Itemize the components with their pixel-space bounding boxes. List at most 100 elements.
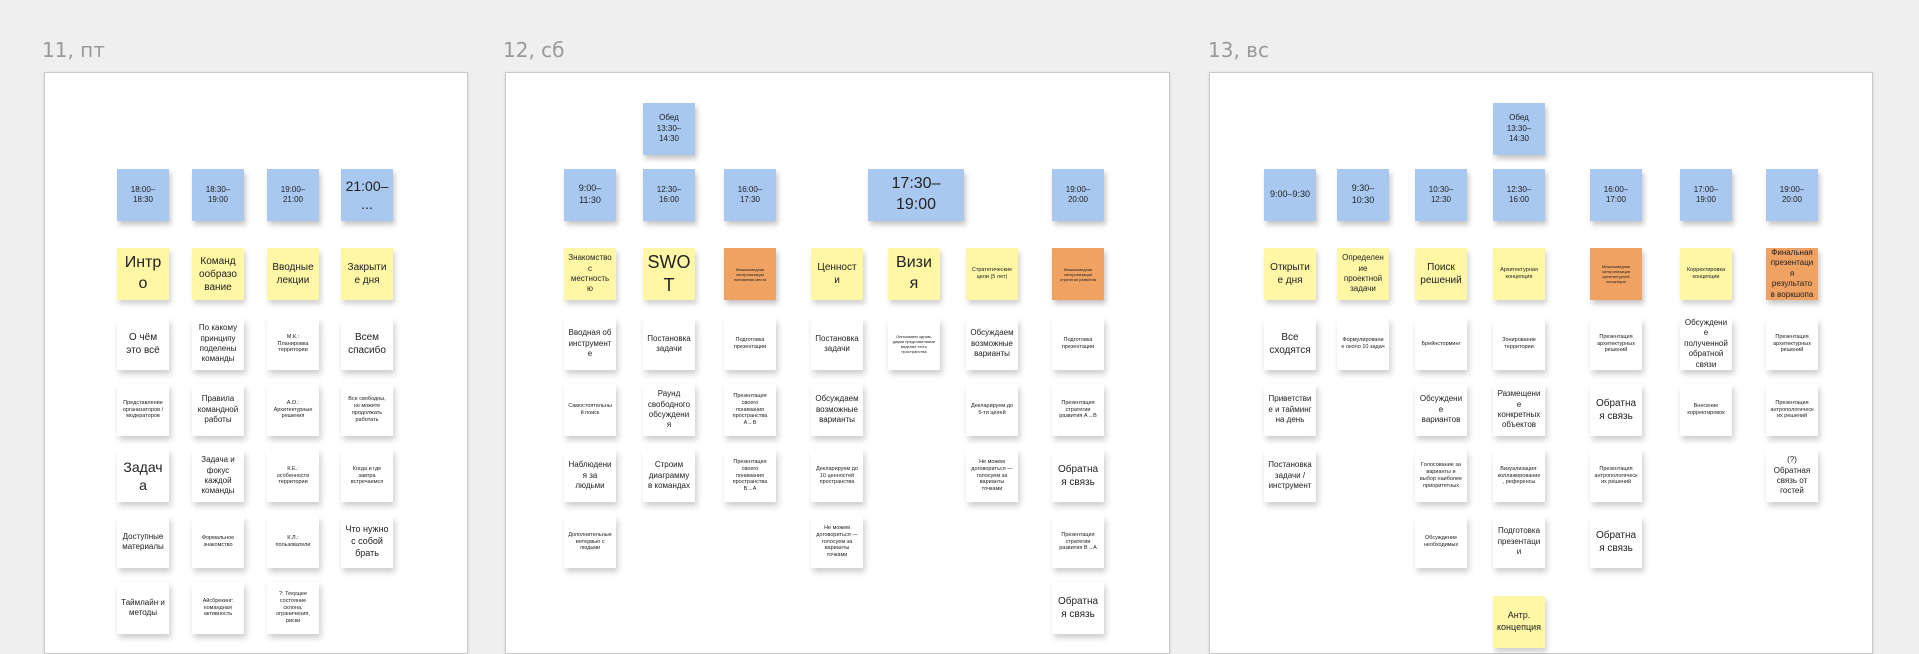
topic-sticky[interactable]: Межкомандная синхронизация понимания мес… xyxy=(724,248,776,300)
task-sticky[interactable]: М.К.: Планировка территории xyxy=(267,318,319,370)
board-frame-day3[interactable]: Обед 13:30–14:30 9:00–9:30 9:30–10:30 10… xyxy=(1209,72,1873,654)
task-sticky[interactable]: Обсуждаем возможные варианты xyxy=(966,318,1018,370)
task-sticky[interactable]: Обратная связь xyxy=(1052,450,1104,502)
task-sticky[interactable]: Не можем договориться — голосуем за вари… xyxy=(811,516,863,568)
topic-sticky[interactable]: Архитектурная концепция xyxy=(1493,248,1545,300)
time-slot-sticky[interactable]: 10:30–12:30 xyxy=(1415,169,1467,221)
time-slot-sticky[interactable]: 21:00–... xyxy=(341,169,393,221)
lunch-sticky[interactable]: Обед 13:30–14:30 xyxy=(1493,103,1545,155)
task-sticky[interactable]: Формальное знакомство xyxy=(192,516,244,568)
task-sticky[interactable]: Задача и фокус каждой команды xyxy=(192,450,244,502)
task-sticky[interactable]: Обратная связь xyxy=(1590,384,1642,436)
task-sticky[interactable]: Доступные материалы xyxy=(117,516,169,568)
task-sticky[interactable]: Описываем одним-двумя предложениями виде… xyxy=(888,318,940,370)
task-sticky[interactable]: Презентация своего понимания пространств… xyxy=(724,450,776,502)
task-sticky[interactable]: Всем спасибо xyxy=(341,318,393,370)
board-frame-day2[interactable]: Обед 13:30–14:30 9:00–11:30 12:30–16:00 … xyxy=(505,72,1170,654)
task-sticky[interactable]: К.Е.: особенности территории xyxy=(267,450,319,502)
task-sticky[interactable]: Декларируем до 10 ценностей пространства xyxy=(811,450,863,502)
topic-sticky[interactable]: Ценности xyxy=(811,248,863,300)
task-sticky[interactable]: Строим диаграмму в командах xyxy=(643,450,695,502)
time-slot-sticky[interactable]: 16:00–17:00 xyxy=(1590,169,1642,221)
task-sticky[interactable]: Формулирование около 10 задач xyxy=(1337,318,1389,370)
task-sticky[interactable]: Обсуждение вариантов xyxy=(1415,384,1467,436)
task-sticky[interactable]: Все свободны, но можете продолжать работ… xyxy=(341,384,393,436)
task-sticky[interactable]: Все сходятся xyxy=(1264,318,1316,370)
task-sticky[interactable]: Презентация антропологических решений xyxy=(1766,384,1818,436)
time-slot-sticky[interactable]: 17:30–19:00 xyxy=(868,169,964,221)
task-sticky[interactable]: Обсуждение необходимых xyxy=(1415,516,1467,568)
task-sticky[interactable]: Обратная связь xyxy=(1590,516,1642,568)
topic-sticky[interactable]: Закрытие дня xyxy=(341,248,393,300)
task-sticky[interactable]: Визуализация: коллажирование, референсы xyxy=(1493,450,1545,502)
topic-sticky[interactable]: Стратегические цели (5 лет) xyxy=(966,248,1018,300)
task-sticky[interactable]: Внесение корректировок xyxy=(1680,384,1732,436)
task-sticky[interactable]: О чём это всё xyxy=(117,318,169,370)
lunch-sticky[interactable]: Обед 13:30–14:30 xyxy=(643,103,695,155)
topic-sticky[interactable]: Межкомандная синхронизация архитектурной… xyxy=(1590,248,1642,300)
task-sticky[interactable]: К.Л.: пользователи xyxy=(267,516,319,568)
time-slot-sticky[interactable]: 19:00–20:00 xyxy=(1052,169,1104,221)
topic-sticky[interactable]: Корректировка концепции xyxy=(1680,248,1732,300)
task-sticky[interactable]: Айсбрекинг: командная активность xyxy=(192,582,244,634)
task-sticky[interactable]: Вводная об инструменте xyxy=(564,318,616,370)
task-sticky[interactable]: ?: Текущее состояние склона, ограничения… xyxy=(267,582,319,634)
time-slot-sticky[interactable]: 17:00–19:00 xyxy=(1680,169,1732,221)
task-sticky[interactable]: Презентация стратегии развития В→А xyxy=(1052,516,1104,568)
time-slot-sticky[interactable]: 19:00–20:00 xyxy=(1766,169,1818,221)
topic-sticky[interactable]: Интро xyxy=(117,248,169,300)
topic-sticky[interactable]: SWOT xyxy=(643,248,695,300)
topic-sticky[interactable]: Визия xyxy=(888,248,940,300)
time-slot-sticky[interactable]: 9:30–10:30 xyxy=(1337,169,1389,221)
task-sticky[interactable]: Постановка задачи / инструмент xyxy=(1264,450,1316,502)
topic-sticky[interactable]: Определение проектной задачи xyxy=(1337,248,1389,300)
task-sticky[interactable]: (?) Обратная связь от гостей xyxy=(1766,450,1818,502)
task-sticky[interactable]: Подготовка презентации xyxy=(1493,516,1545,568)
task-sticky[interactable]: Представление организаторов / модераторо… xyxy=(117,384,169,436)
task-sticky[interactable]: Размещение конкретных объектов xyxy=(1493,384,1545,436)
task-sticky[interactable]: Зонирование территории xyxy=(1493,318,1545,370)
task-sticky[interactable]: Раунд свободного обсуждения xyxy=(643,384,695,436)
task-sticky[interactable]: Брейнсторминг xyxy=(1415,318,1467,370)
task-sticky[interactable]: Презентация архитектурных решений xyxy=(1590,318,1642,370)
task-sticky[interactable]: По какому принципу поделены команды xyxy=(192,318,244,370)
time-slot-sticky[interactable]: 16:00–17:30 xyxy=(724,169,776,221)
topic-sticky[interactable]: Знакомство с местностью xyxy=(564,248,616,300)
task-sticky[interactable]: Дополнительные интервью с людьми xyxy=(564,516,616,568)
task-sticky[interactable]: Постановка задачи xyxy=(811,318,863,370)
topic-sticky[interactable]: Вводные лекции xyxy=(267,248,319,300)
task-sticky[interactable]: Что нужно с собой брать xyxy=(341,516,393,568)
board-frame-day1[interactable]: 18:00–18:30 18:30–19:00 19:00–21:00 21:0… xyxy=(44,72,468,654)
task-sticky[interactable]: Задача xyxy=(117,450,169,502)
topic-sticky[interactable]: Межкомандная синхронизация стратегии раз… xyxy=(1052,248,1104,300)
task-sticky[interactable]: Подготовка презентации xyxy=(1052,318,1104,370)
task-sticky[interactable]: Презентация архитектурных решений xyxy=(1766,318,1818,370)
task-sticky[interactable]: Самостоятельный поиск xyxy=(564,384,616,436)
time-slot-sticky[interactable]: 18:00–18:30 xyxy=(117,169,169,221)
task-sticky[interactable]: Постановка задачи xyxy=(643,318,695,370)
task-sticky[interactable]: А.О.: Архитектурные решения xyxy=(267,384,319,436)
topic-sticky[interactable]: Открытие дня xyxy=(1264,248,1316,300)
task-sticky[interactable]: Таймлайн и методы xyxy=(117,582,169,634)
task-sticky[interactable]: Презентация своего понимания пространств… xyxy=(724,384,776,436)
topic-sticky[interactable]: Команд ообразо вание xyxy=(192,248,244,300)
task-sticky[interactable]: Обсуждение полученной обратной связи xyxy=(1680,318,1732,370)
task-sticky[interactable]: Правила командной работы xyxy=(192,384,244,436)
time-slot-sticky[interactable]: 19:00–21:00 xyxy=(267,169,319,221)
time-slot-sticky[interactable]: 12:30–16:00 xyxy=(1493,169,1545,221)
topic-sticky[interactable]: Финальная презентация результатов воркшо… xyxy=(1766,248,1818,300)
task-sticky[interactable]: Декларируем до 5-ти целей xyxy=(966,384,1018,436)
time-slot-sticky[interactable]: 18:30–19:00 xyxy=(192,169,244,221)
topic-sticky[interactable]: Поиск решений xyxy=(1415,248,1467,300)
task-sticky[interactable]: Презентация стратегии развития А→В xyxy=(1052,384,1104,436)
time-slot-sticky[interactable]: 9:00–9:30 xyxy=(1264,169,1316,221)
task-sticky[interactable]: Обратная связь xyxy=(1052,582,1104,634)
task-sticky[interactable]: Приветствие и тайминг на день xyxy=(1264,384,1316,436)
task-sticky[interactable]: Подготовка презентации xyxy=(724,318,776,370)
task-sticky[interactable]: Голосование за варианты и выбор наиболее… xyxy=(1415,450,1467,502)
task-sticky[interactable]: Не можем договориться — голосуем за вари… xyxy=(966,450,1018,502)
task-sticky[interactable]: Наблюдения за людьми xyxy=(564,450,616,502)
task-sticky[interactable]: Антр. концепция xyxy=(1493,596,1545,648)
time-slot-sticky[interactable]: 12:30–16:00 xyxy=(643,169,695,221)
task-sticky[interactable]: Обсуждаем возможные варианты xyxy=(811,384,863,436)
